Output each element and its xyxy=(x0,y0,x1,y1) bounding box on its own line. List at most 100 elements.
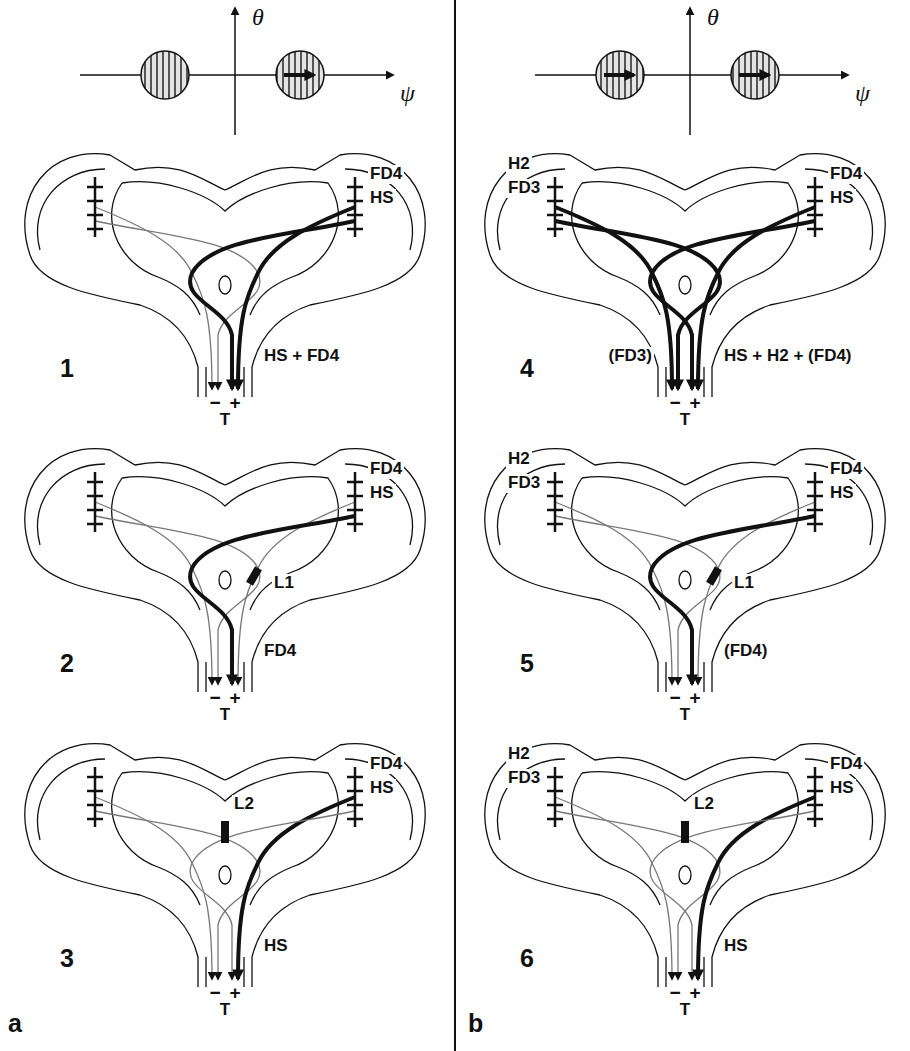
neural-pathway xyxy=(650,811,815,979)
lesion-l2 xyxy=(681,821,689,843)
neural-pathway xyxy=(555,811,720,979)
lobula-plate-cell xyxy=(807,177,823,237)
cell-label: FD4 xyxy=(368,460,404,479)
panel-number: a xyxy=(6,1010,24,1038)
cell-label: T xyxy=(678,411,692,430)
panel-number: 5 xyxy=(518,650,536,678)
lobula-plate-cell xyxy=(547,177,563,237)
cell-label: FD3 xyxy=(506,179,542,198)
lobula-plate-cell xyxy=(807,767,823,827)
cell-label: FD3 xyxy=(506,769,542,788)
cell-label: FD4 xyxy=(368,755,404,774)
motion-arrow xyxy=(284,73,314,77)
cell-label: (FD3) xyxy=(607,347,654,366)
cell-label: HS xyxy=(828,779,856,798)
brain-outline xyxy=(485,449,885,692)
cell-label: L2 xyxy=(692,795,716,814)
brain-outline xyxy=(112,183,200,315)
neural-pathway xyxy=(555,502,672,684)
esophagus xyxy=(679,571,691,589)
striped-pattern xyxy=(596,51,644,99)
cell-label: (FD4) xyxy=(722,642,769,661)
fly-brain xyxy=(25,449,425,692)
neural-pathway xyxy=(650,516,815,684)
cell-label: HS xyxy=(368,484,396,503)
cell-label: T xyxy=(678,706,692,725)
esophagus xyxy=(679,866,691,884)
panel-number: 2 xyxy=(58,650,76,678)
panel-number: 1 xyxy=(58,355,76,383)
brain-outline xyxy=(582,772,798,905)
cell-label: HS + FD4 xyxy=(262,347,341,366)
brain-outline xyxy=(112,478,200,610)
brain-outline xyxy=(112,773,200,905)
cell-label: HS xyxy=(828,189,856,208)
brain-outline xyxy=(37,169,105,250)
cell-label: FD4 xyxy=(828,460,864,479)
cell-label: T xyxy=(218,1001,232,1020)
esophagus xyxy=(219,866,231,884)
brain-outline xyxy=(497,759,565,840)
cell-label: FD4 xyxy=(262,642,298,661)
lobula-plate-cell xyxy=(347,767,363,827)
theta-axis xyxy=(689,8,691,135)
neural-pathway xyxy=(190,516,355,684)
lobula-plate-cell xyxy=(547,472,563,532)
lobula-plate-cell xyxy=(547,767,563,827)
cell-label: L2 xyxy=(232,795,256,814)
neural-pathway xyxy=(698,797,815,979)
neural-pathway xyxy=(95,207,212,389)
panel-number: b xyxy=(466,1010,485,1038)
stimulus-axes xyxy=(535,8,848,135)
neural-pathway xyxy=(190,221,355,389)
brain-outline xyxy=(497,464,565,545)
psi-axis xyxy=(535,74,848,76)
neural-pathway xyxy=(238,207,355,389)
cell-label: FD4 xyxy=(368,165,404,184)
panel-divider xyxy=(454,0,456,1051)
striped-pattern xyxy=(731,51,779,99)
neural-pathway xyxy=(238,502,355,684)
brain-outline xyxy=(490,845,658,987)
cell-label: T xyxy=(218,411,232,430)
cell-label: FD4 xyxy=(828,165,864,184)
brain-outline xyxy=(497,169,565,250)
lesion-l1 xyxy=(246,566,262,586)
neural-pathway xyxy=(555,207,672,389)
brain-outline xyxy=(30,550,198,692)
theta-axis xyxy=(234,8,236,135)
striped-pattern xyxy=(141,51,189,99)
cell-label: H2 xyxy=(506,155,532,174)
lobula-plate-cell xyxy=(87,767,103,827)
brain-outline xyxy=(122,772,338,905)
neural-pathway xyxy=(95,811,260,979)
brain-outline xyxy=(572,773,660,905)
panel-number: 4 xyxy=(518,355,536,383)
cell-label: HS + H2 + (FD4) xyxy=(722,347,854,366)
brain-outline xyxy=(572,478,660,610)
neural-pathway xyxy=(95,502,212,684)
cell-label: T xyxy=(678,1001,692,1020)
esophagus xyxy=(219,276,231,294)
esophagus xyxy=(679,276,691,294)
neural-pathway xyxy=(95,797,212,979)
axis-symbol: θ xyxy=(705,4,721,30)
fly-brain xyxy=(485,154,885,397)
cell-label: FD4 xyxy=(828,755,864,774)
brain-outline xyxy=(37,759,105,840)
axis-symbol: ψ xyxy=(853,80,872,106)
cell-label: HS xyxy=(368,189,396,208)
lobula-plate-cell xyxy=(87,177,103,237)
brain-outline xyxy=(572,183,660,315)
cell-label: HS xyxy=(828,484,856,503)
cell-label: HS xyxy=(368,779,396,798)
fly-brain xyxy=(25,744,425,987)
neural-pathway xyxy=(190,811,355,979)
fly-brain xyxy=(485,449,885,692)
lesion-l1 xyxy=(706,566,722,586)
panel-number: 3 xyxy=(58,945,76,973)
brain-outline xyxy=(485,744,885,987)
cell-label: HS xyxy=(262,937,290,956)
axis-symbol: θ xyxy=(250,4,266,30)
